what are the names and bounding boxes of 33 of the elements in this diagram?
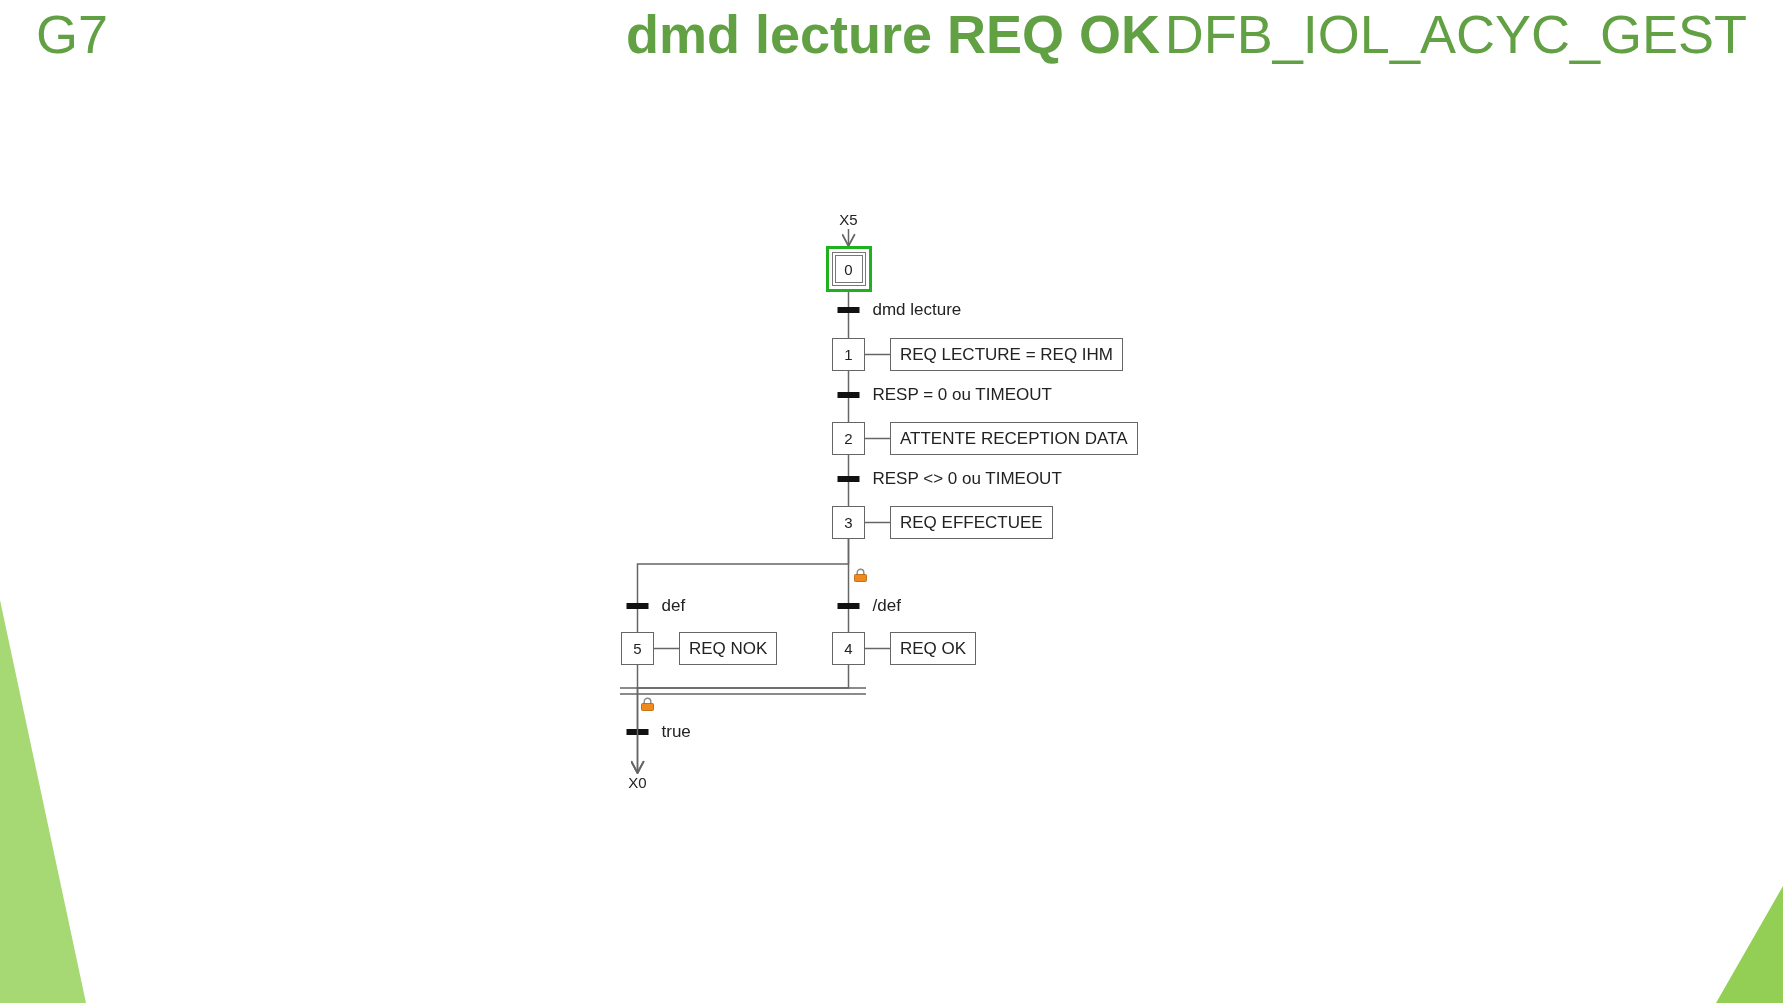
section-label: G7 bbox=[36, 3, 109, 66]
connector-line bbox=[847, 370, 850, 423]
transition-condition: RESP = 0 ou TIMEOUT bbox=[872, 385, 1052, 405]
connector-line bbox=[864, 521, 891, 524]
connector-line bbox=[864, 647, 891, 650]
action-box: ATTENTE RECEPTION DATA bbox=[890, 422, 1138, 455]
step-reference: X0 bbox=[625, 773, 650, 792]
step-reference: X5 bbox=[836, 210, 861, 229]
connector-line bbox=[847, 538, 850, 633]
action-box: REQ LECTURE = REQ IHM bbox=[890, 338, 1123, 371]
slide-title: dmd lecture REQ OK bbox=[625, 3, 1160, 66]
step-box: 5 bbox=[621, 632, 654, 665]
connector-line bbox=[847, 291, 850, 339]
step-box: 3 bbox=[832, 506, 865, 539]
transition-condition: def bbox=[661, 596, 686, 616]
action-box: REQ NOK bbox=[679, 632, 778, 665]
connector-line bbox=[847, 454, 850, 507]
transition-condition: dmd lecture bbox=[872, 300, 962, 320]
action-box: REQ OK bbox=[890, 632, 977, 665]
transition-condition: /def bbox=[872, 596, 901, 616]
step-box: 2 bbox=[832, 422, 865, 455]
connector-line bbox=[653, 647, 680, 650]
transition-condition: RESP <> 0 ou TIMEOUT bbox=[872, 469, 1062, 489]
step-box: 4 bbox=[832, 632, 865, 665]
block-name-label: DFB_IOL_ACYC_GEST bbox=[1164, 3, 1747, 66]
arrow bbox=[841, 228, 856, 247]
initial-step-box: 0 bbox=[825, 246, 872, 292]
action-box: REQ EFFECTUEE bbox=[890, 506, 1053, 539]
step-box: 1 bbox=[832, 338, 865, 371]
transition-condition: true bbox=[661, 722, 691, 742]
connector-line bbox=[864, 437, 891, 440]
arrow bbox=[630, 664, 850, 774]
connector-line bbox=[864, 353, 891, 356]
